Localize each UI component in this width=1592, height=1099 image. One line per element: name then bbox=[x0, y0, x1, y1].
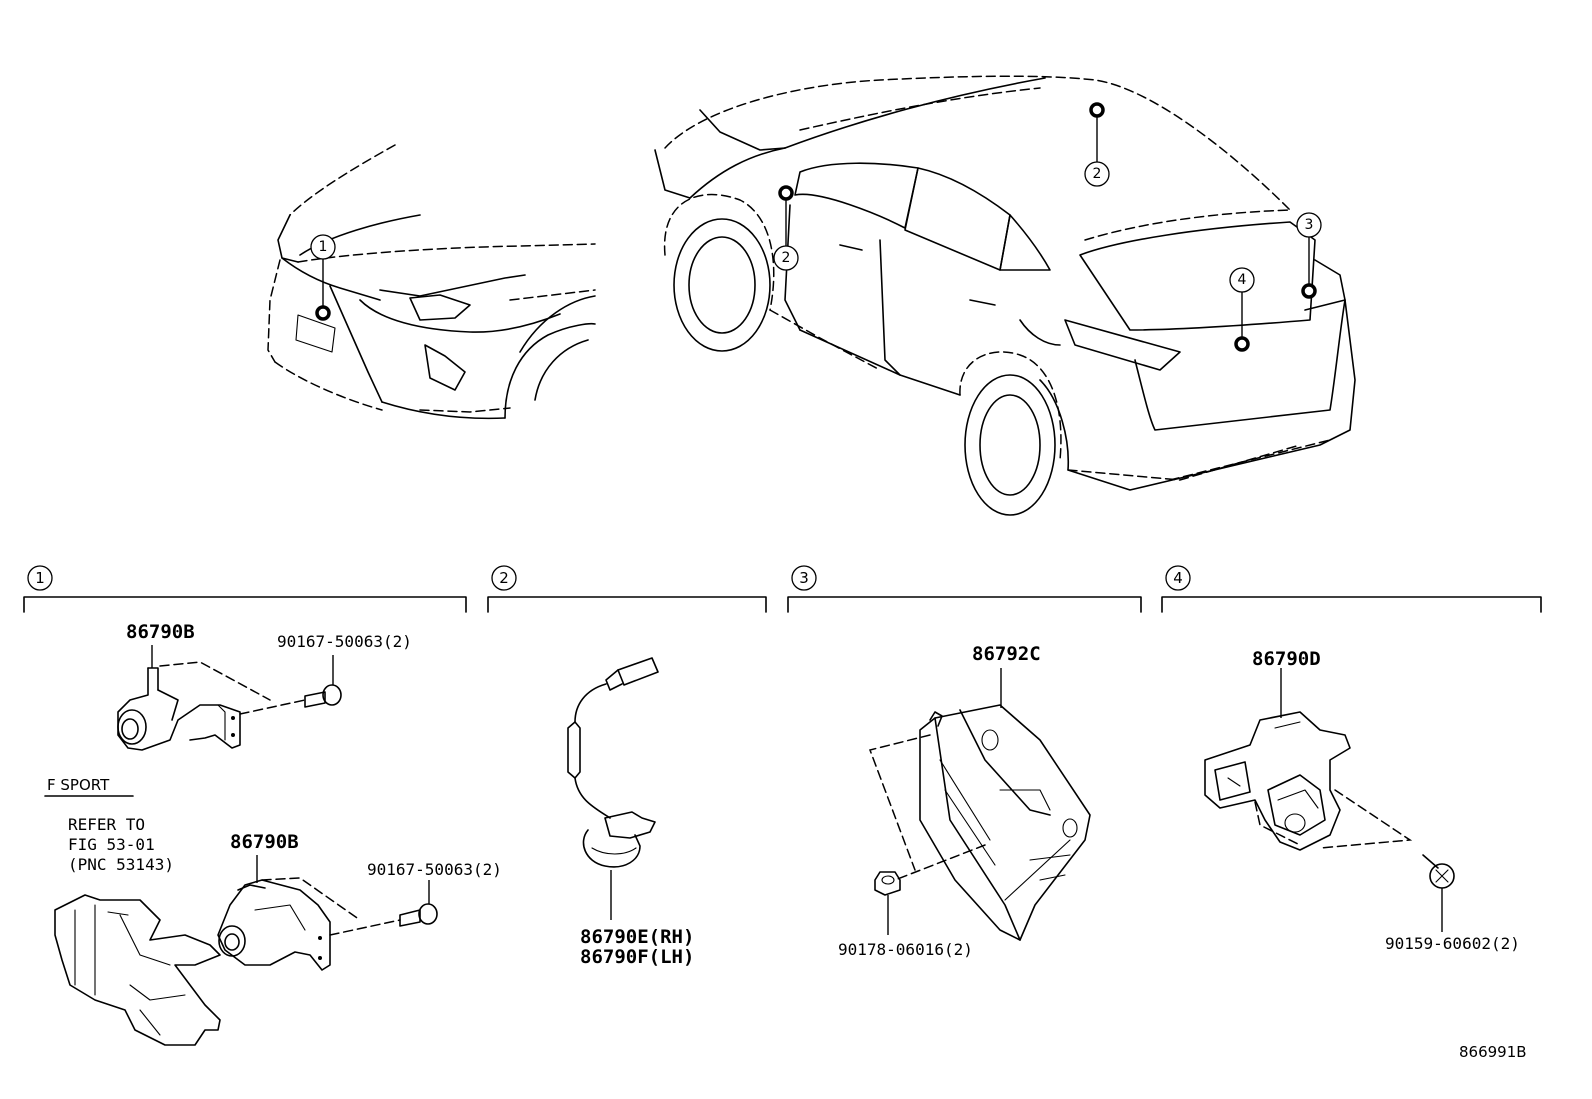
location-callout-4: 4 bbox=[1229, 267, 1255, 293]
grille-bracket bbox=[54, 894, 221, 1046]
part-code-90178-06016: 90178-06016(2) bbox=[838, 940, 973, 959]
section-1-header: 1 bbox=[23, 565, 467, 613]
rear-camera-assembly bbox=[1204, 668, 1413, 851]
location-callout-3: 3 bbox=[1296, 212, 1322, 238]
part-code-90167-50063-fsport: 90167-50063(2) bbox=[367, 860, 502, 879]
part-code-86790E: 86790E(RH) bbox=[580, 926, 694, 948]
svg-text:4: 4 bbox=[1238, 272, 1247, 288]
location-callout-1: 1 bbox=[310, 234, 336, 260]
svg-text:4: 4 bbox=[1173, 569, 1183, 587]
svg-text:1: 1 bbox=[35, 569, 45, 587]
screw-icon bbox=[1422, 854, 1455, 932]
location-callout-2-roof: 2 bbox=[1084, 161, 1110, 187]
svg-text:2: 2 bbox=[782, 250, 791, 266]
part-code-86792C: 86792C bbox=[972, 643, 1041, 665]
figure-id: 866991B bbox=[1459, 1043, 1527, 1061]
variant-label-f-sport: F SPORT bbox=[47, 776, 110, 794]
svg-text:2: 2 bbox=[499, 569, 509, 587]
vehicle-rear-view bbox=[654, 75, 1356, 516]
camera-control-module bbox=[869, 668, 1091, 941]
reference-line-2: FIG 53-01 bbox=[68, 835, 155, 854]
part-code-86790F: 86790F(LH) bbox=[580, 946, 694, 968]
vehicle-front-view bbox=[267, 144, 596, 420]
nut-icon bbox=[874, 871, 901, 935]
section-2-header: 2 bbox=[487, 565, 767, 613]
reference-line-3: (PNC 53143) bbox=[68, 855, 174, 874]
svg-text:2: 2 bbox=[1093, 166, 1102, 182]
side-camera-with-harness bbox=[567, 657, 659, 920]
section-4-header: 4 bbox=[1161, 565, 1542, 613]
front-camera-assembly bbox=[117, 661, 306, 751]
front-camera-assembly-fsport bbox=[217, 877, 401, 971]
svg-text:1: 1 bbox=[319, 239, 328, 255]
section-3-header: 3 bbox=[787, 565, 1142, 613]
reference-line-1: REFER TO bbox=[68, 815, 145, 834]
part-code-86790D: 86790D bbox=[1252, 648, 1321, 670]
screw-icon bbox=[304, 655, 342, 708]
location-callout-2-side: 2 bbox=[773, 245, 799, 271]
svg-text:3: 3 bbox=[1305, 217, 1314, 233]
part-code-90167-50063: 90167-50063(2) bbox=[277, 632, 412, 651]
part-code-90159-60602: 90159-60602(2) bbox=[1385, 934, 1520, 953]
screw-icon bbox=[399, 880, 438, 927]
part-code-86790B: 86790B bbox=[126, 621, 195, 643]
svg-text:3: 3 bbox=[799, 569, 809, 587]
part-code-86790B-fsport: 86790B bbox=[230, 831, 299, 853]
